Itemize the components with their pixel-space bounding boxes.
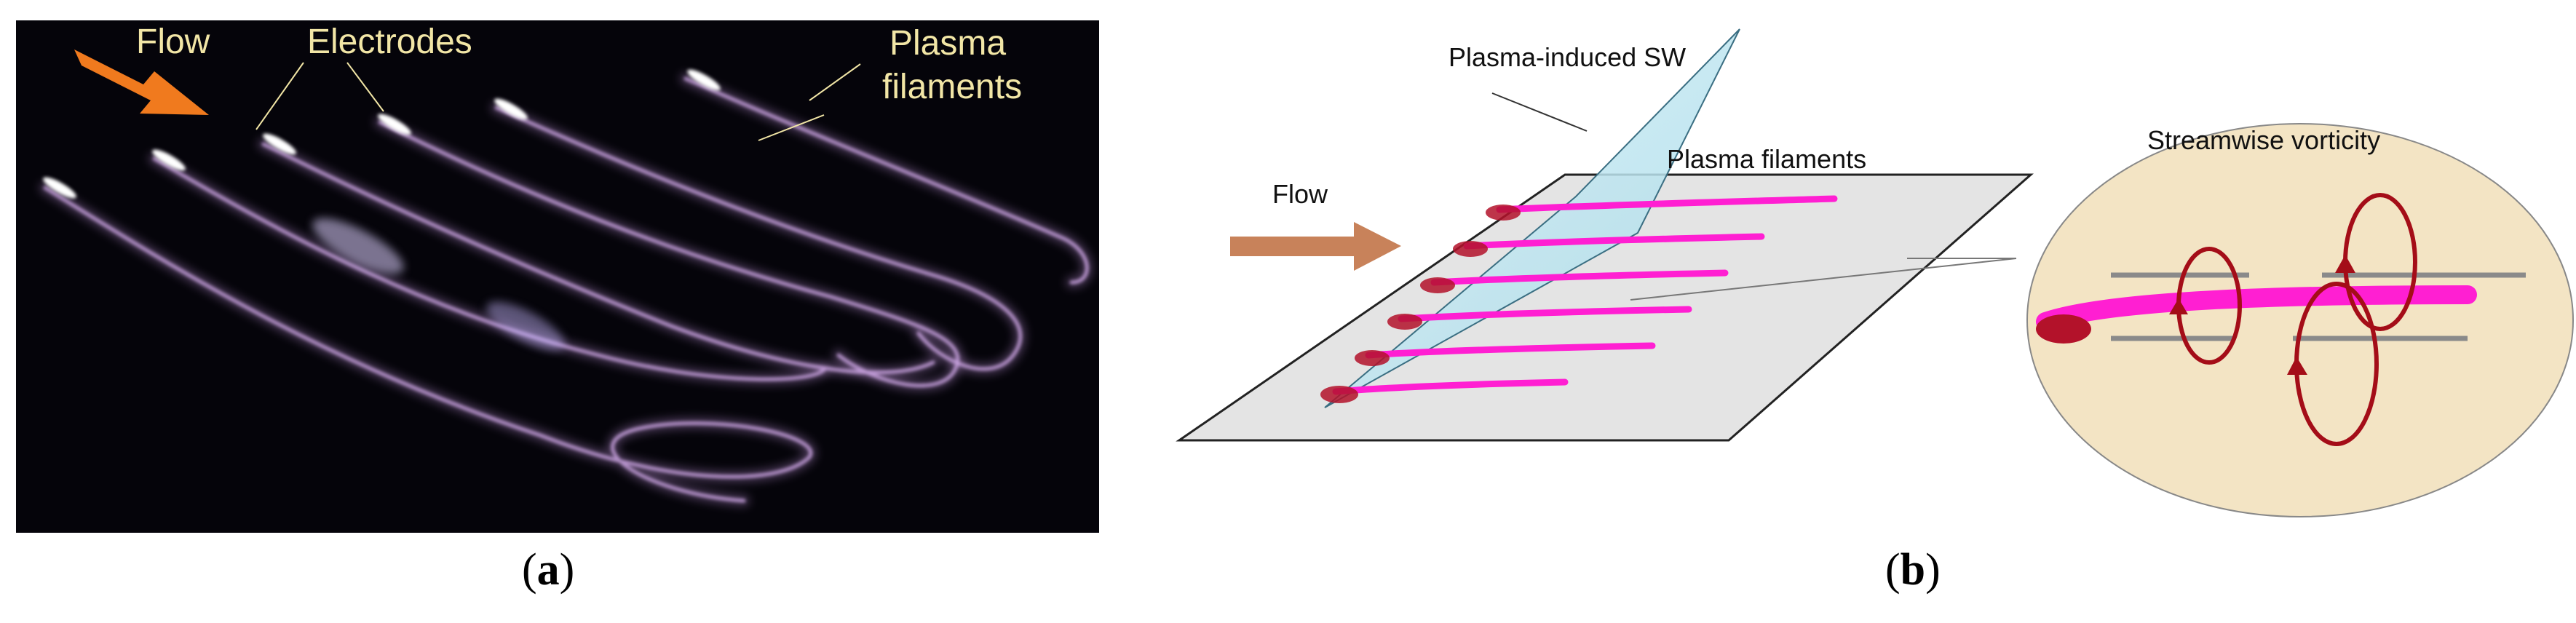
schematic-drawing — [1176, 28, 2574, 517]
shock-wave-sheet — [1324, 28, 1740, 408]
flow-arrow-icon — [1230, 222, 1401, 271]
vorticity-inset — [2026, 123, 2574, 517]
schematic-panel: Plasma-induced SW Plasma filaments Flow … — [1157, 15, 2576, 539]
shock-wave-label: Plasma-induced SW — [1448, 42, 1687, 72]
caption-b-letter: b — [1900, 545, 1926, 595]
sw-leader-line — [1491, 92, 1588, 132]
flow-label: Flow — [136, 23, 210, 61]
plate-filaments — [1332, 195, 1838, 395]
plasma-label-line1: Plasma — [889, 24, 1007, 63]
caption-b: (b) — [1885, 545, 1941, 595]
plasma-filaments-glow — [39, 73, 1093, 507]
vorticity-label: Streamwise vorticity — [2147, 125, 2381, 155]
flow-label: Flow — [1272, 179, 1328, 209]
electrode-tips — [43, 69, 721, 199]
electrodes-label: Electrodes — [307, 23, 472, 61]
filaments-label: Plasma filaments — [1667, 144, 1867, 174]
inset-connector-lines — [1630, 258, 2017, 301]
flow-arrow-icon — [74, 49, 209, 115]
label-leader-lines — [255, 62, 861, 141]
plasma-filaments-core — [43, 76, 1089, 503]
caption-a-letter: a — [536, 545, 560, 595]
plasma-label-line2: filaments — [882, 68, 1023, 106]
plate-electrode-spots — [1320, 205, 1521, 403]
inset-filament — [2036, 285, 2477, 331]
inset-reference-lines — [2111, 272, 2526, 341]
inset-electrode — [2036, 314, 2091, 344]
caption-a: (a) — [522, 545, 575, 595]
plasma-photo-panel: Flow Electrodes Plasma filaments — [16, 20, 1099, 533]
flat-plate — [1176, 173, 2034, 442]
vortex-arrowheads-icon — [2169, 255, 2355, 375]
plasma-bright-zone — [312, 218, 565, 351]
plasma-photo-drawing — [39, 49, 1093, 507]
